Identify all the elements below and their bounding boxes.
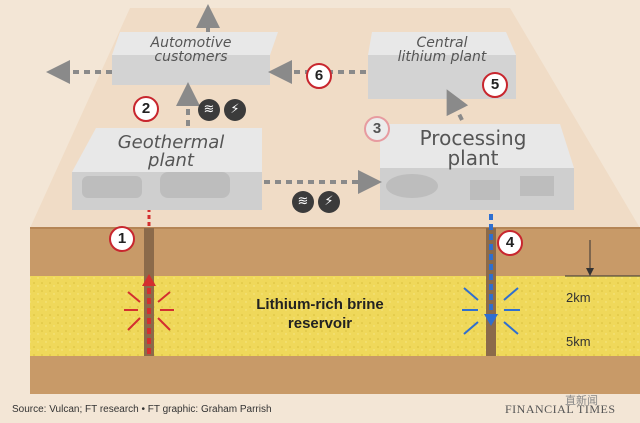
step-3-badge: 3 [364,116,390,142]
step-5-badge: 5 [482,72,508,98]
heat-waves-icon: ≋ [198,99,220,121]
depth-2km-label: 2km [566,290,591,305]
inflow-arrows [124,291,174,331]
outflow-arrows [462,287,520,335]
lightning-bolt-icon: ⚡ [318,191,340,213]
deep-soil-layer [30,356,640,394]
step-2-badge: 2 [133,96,159,122]
step-6-badge: 6 [306,63,332,89]
automotive-box [112,32,278,85]
ft-brand: FINANCIAL TIMES [505,402,616,416]
step-4-badge: 4 [497,230,523,256]
source-note: Source: Vulcan; FT research • FT graphic… [12,404,272,415]
lightning-bolt-icon: ⚡ [224,99,246,121]
step-1-badge: 1 [109,226,135,252]
watermark: 直新闻 [565,395,598,407]
injection-well [486,228,496,356]
depth-5km-label: 5km [566,334,591,349]
processing-box [380,124,574,210]
geothermal-box [72,128,262,210]
brine-layer [30,276,640,356]
flow-arrows [46,4,469,194]
heat-waves-icon: ≋ [292,191,314,213]
